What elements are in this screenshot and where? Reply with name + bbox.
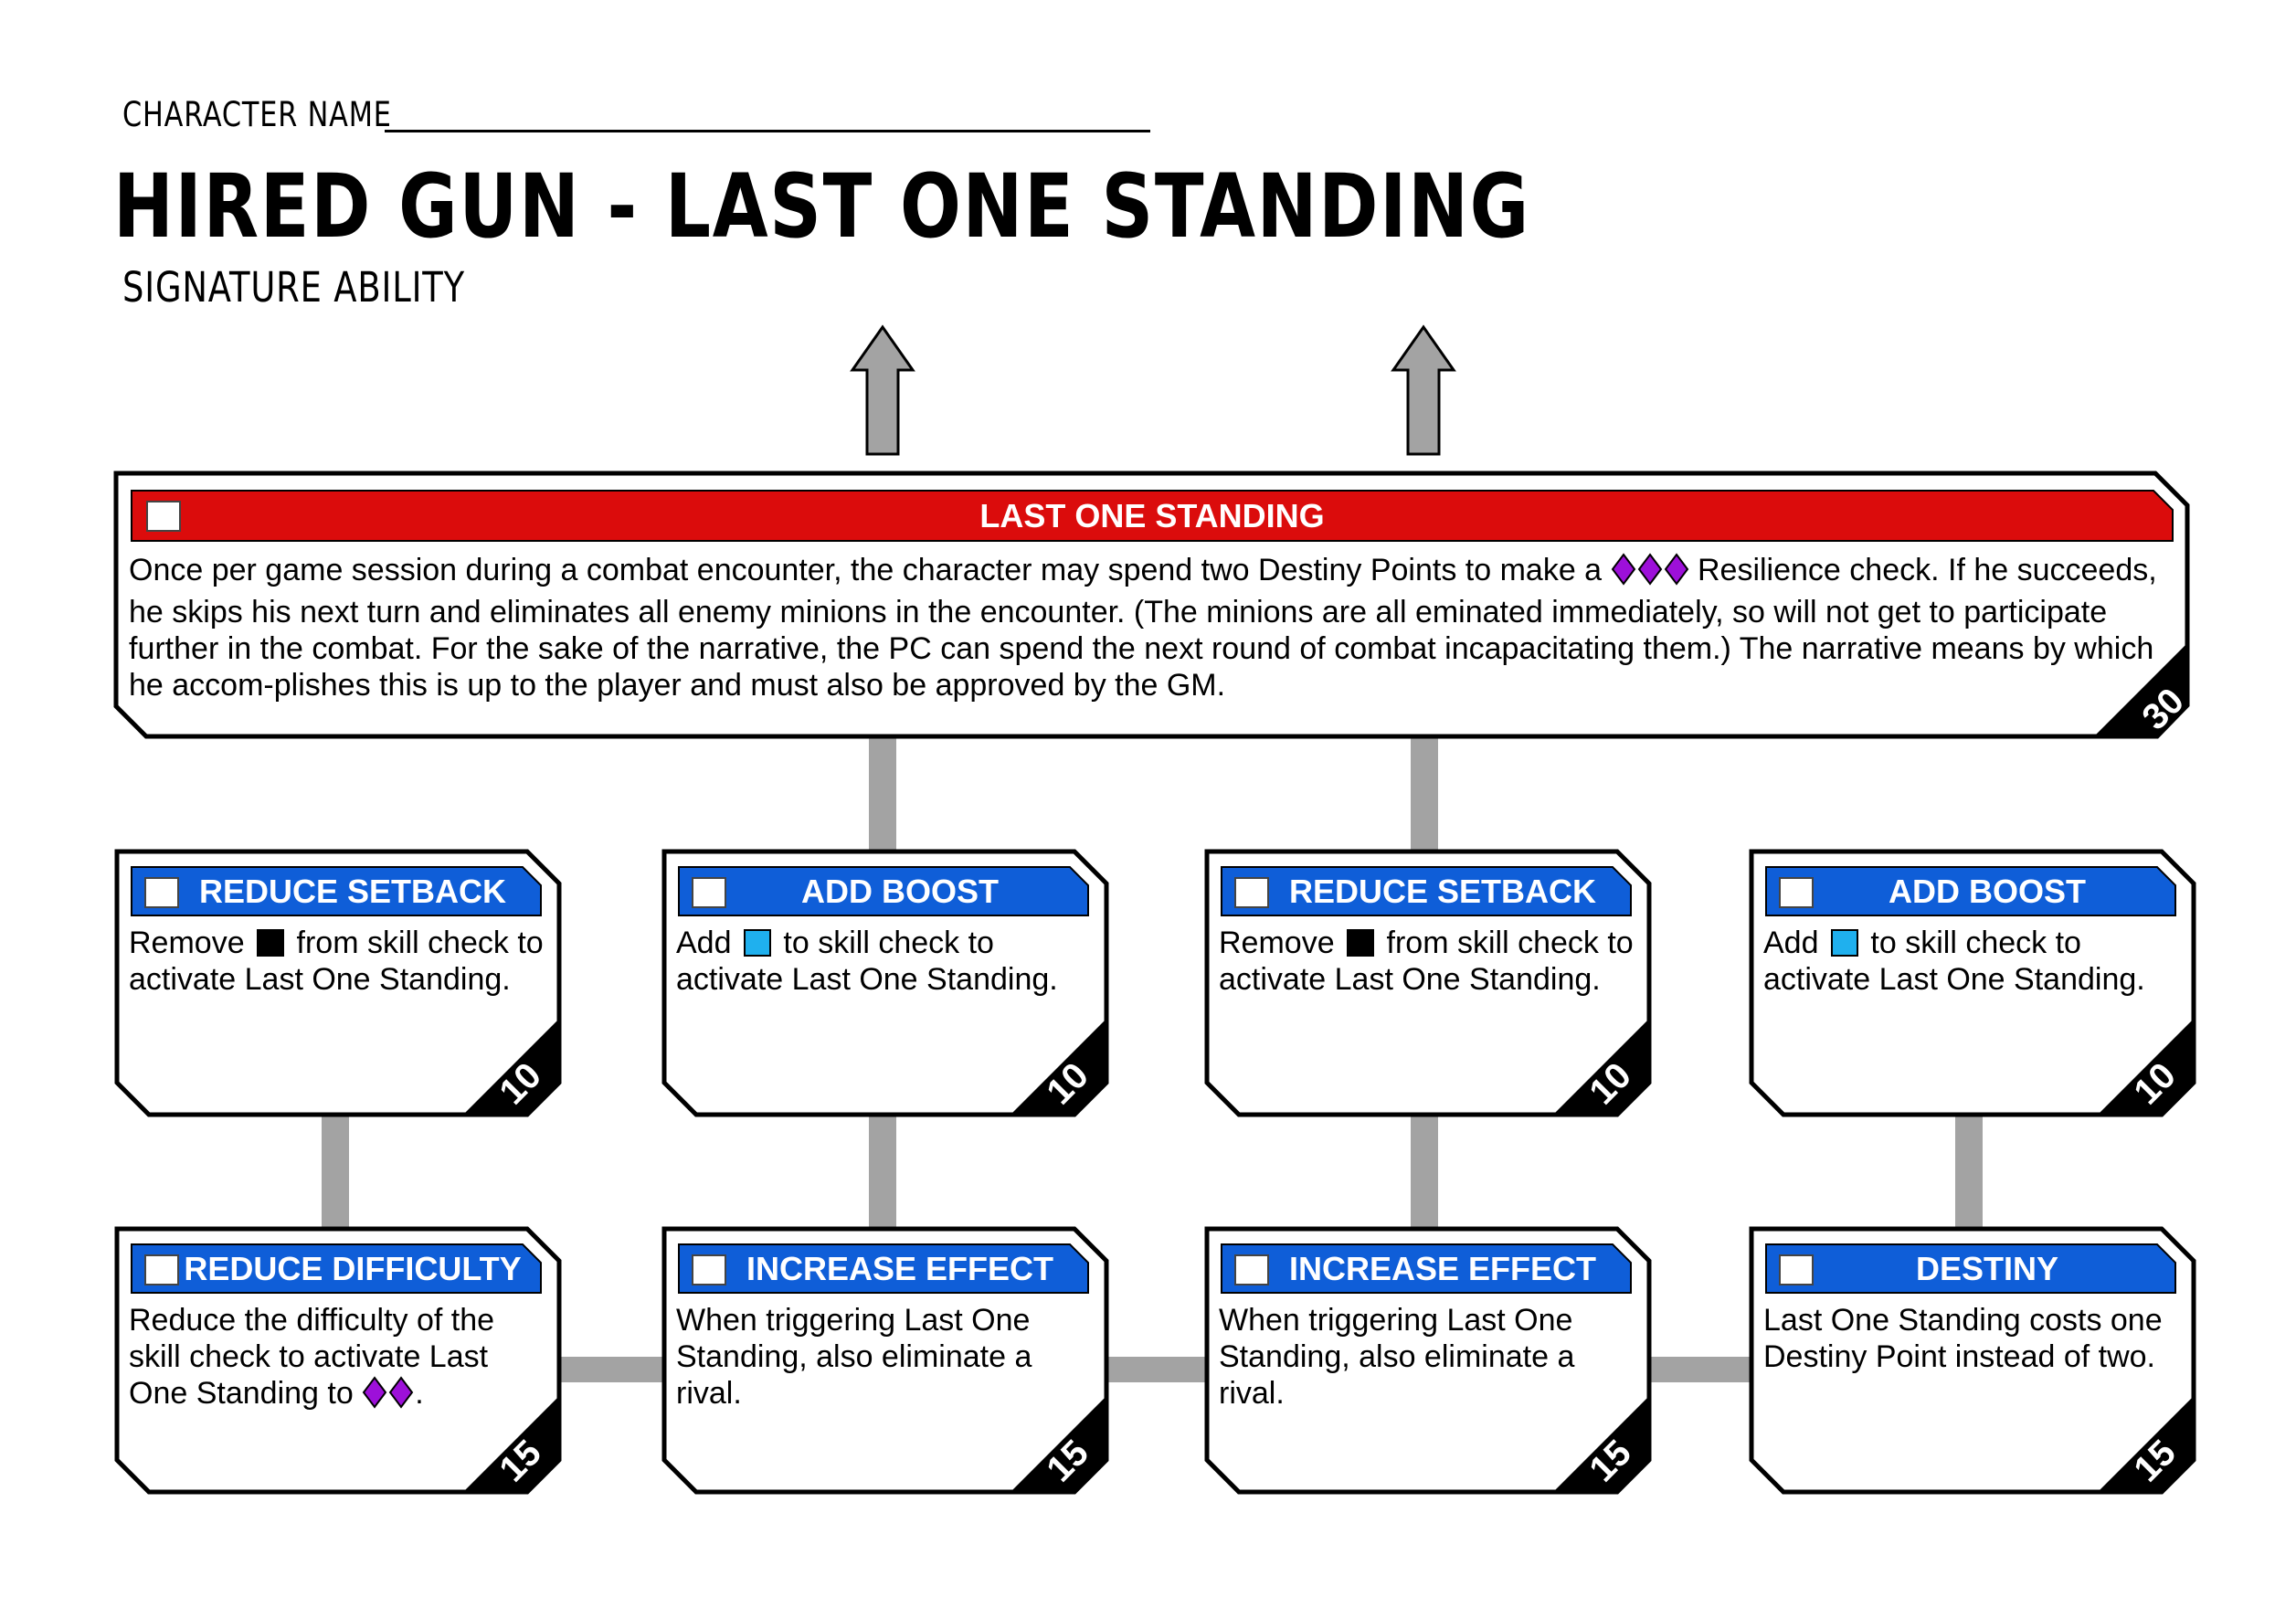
talent-card-frame bbox=[1204, 1226, 1652, 1495]
talent-text-before: Remove bbox=[129, 926, 245, 960]
talent-description: Remove from skill check to activate Last… bbox=[1219, 925, 1643, 998]
connector-col2-vertical bbox=[869, 1115, 896, 1229]
talent-description: Remove from skill check to activate Last… bbox=[129, 925, 553, 998]
talent-description: When triggering Last One Standing, also … bbox=[1219, 1303, 1575, 1411]
talent-text-before: Add bbox=[1763, 926, 1819, 960]
setback-die-icon bbox=[1347, 929, 1375, 957]
talent-title: INCREASE EFFECT bbox=[1288, 1250, 1597, 1287]
talent-title: REDUCE SETBACK bbox=[1288, 873, 1597, 910]
talent-card-frame bbox=[1204, 849, 1652, 1117]
talent-description: Reduce the difficulty of the skill check… bbox=[129, 1302, 553, 1417]
talent-title: ADD BOOST bbox=[801, 873, 999, 910]
talent-description: Add to skill check to activate Last One … bbox=[676, 925, 1100, 998]
main-talent-checkbox[interactable] bbox=[146, 501, 181, 532]
main-talent-title: LAST ONE STANDING bbox=[979, 497, 1325, 534]
talent-checkbox[interactable] bbox=[1779, 1254, 1814, 1285]
arrows bbox=[850, 324, 1456, 456]
connector-row2-3-4 bbox=[1646, 1357, 1750, 1382]
talent-description: When triggering Last One Standing, also … bbox=[676, 1303, 1032, 1411]
talent-text-after: from skill check to activate Last One St… bbox=[1219, 926, 1634, 997]
connector-row2-2-3 bbox=[1105, 1357, 1208, 1382]
talent-text-after: to skill check to activate Last One Stan… bbox=[1763, 926, 2145, 997]
talent-text-before: Add bbox=[676, 926, 732, 960]
connector-col1-vertical bbox=[322, 1115, 349, 1229]
talent-checkbox[interactable] bbox=[1234, 877, 1269, 908]
talent-title: REDUCE DIFFICULTY bbox=[184, 1250, 522, 1287]
difficulty-dice-icon bbox=[1611, 553, 1689, 594]
talent-text-after: . bbox=[415, 1376, 424, 1411]
connector-main-to-col2 bbox=[869, 735, 896, 852]
main-text-after: Resilience check. If he succeeds, he ski… bbox=[129, 553, 2157, 703]
talent-checkbox[interactable] bbox=[144, 877, 179, 908]
main-talent-description: Once per game session during a combat en… bbox=[129, 552, 2175, 704]
talent-checkbox[interactable] bbox=[1779, 877, 1814, 908]
connector-col3-vertical bbox=[1411, 1115, 1438, 1229]
talent-description: Add to skill check to activate Last One … bbox=[1763, 925, 2187, 998]
talent-title: INCREASE EFFECT bbox=[746, 1250, 1054, 1287]
talent-checkbox[interactable] bbox=[144, 1254, 179, 1285]
boost-die-icon bbox=[1830, 929, 1858, 957]
talent-card-frame bbox=[661, 849, 1109, 1117]
page-subtitle: SIGNATURE ABILITY bbox=[122, 263, 466, 312]
character-name-field[interactable] bbox=[385, 130, 1150, 132]
talent-description: Last One Standing costs one Destiny Poin… bbox=[1763, 1303, 2163, 1374]
character-name-label: CHARACTER NAME bbox=[122, 95, 392, 134]
talent-card-frame bbox=[1749, 1226, 2196, 1495]
up-arrow-icon bbox=[850, 324, 915, 456]
talent-text-after: to skill check to activate Last One Stan… bbox=[676, 926, 1058, 997]
connector-main-to-col3 bbox=[1411, 735, 1438, 852]
difficulty-dice-icon bbox=[362, 1376, 415, 1417]
talent-text-before: Reduce the difficulty of the skill check… bbox=[129, 1303, 495, 1411]
talent-card-frame bbox=[114, 849, 562, 1117]
connectors bbox=[322, 735, 1983, 1382]
talent-checkbox[interactable] bbox=[1234, 1254, 1269, 1285]
talent-card-frame bbox=[114, 1226, 562, 1495]
talent-title: ADD BOOST bbox=[1889, 873, 2086, 910]
connector-row2-1-2 bbox=[559, 1357, 662, 1382]
main-text-before: Once per game session during a combat en… bbox=[129, 553, 1603, 587]
main-card-frame bbox=[113, 471, 2190, 739]
boost-die-icon bbox=[743, 929, 771, 957]
talent-checkbox[interactable] bbox=[692, 1254, 726, 1285]
talent-card-frame bbox=[1749, 849, 2196, 1117]
talent-title: REDUCE SETBACK bbox=[198, 873, 507, 910]
talent-title: DESTINY bbox=[1915, 1250, 2059, 1287]
small-card-frames bbox=[114, 849, 2196, 1495]
page-title: HIRED GUN - LAST ONE STANDING bbox=[113, 155, 1530, 258]
talent-text-after: from skill check to activate Last One St… bbox=[129, 926, 544, 997]
connector-col4-vertical bbox=[1955, 1115, 1983, 1229]
talent-text-before: Remove bbox=[1219, 926, 1335, 960]
talent-card-frame bbox=[661, 1226, 1109, 1495]
setback-die-icon bbox=[257, 929, 285, 957]
talent-checkbox[interactable] bbox=[692, 877, 726, 908]
up-arrow-icon bbox=[1391, 324, 1456, 456]
